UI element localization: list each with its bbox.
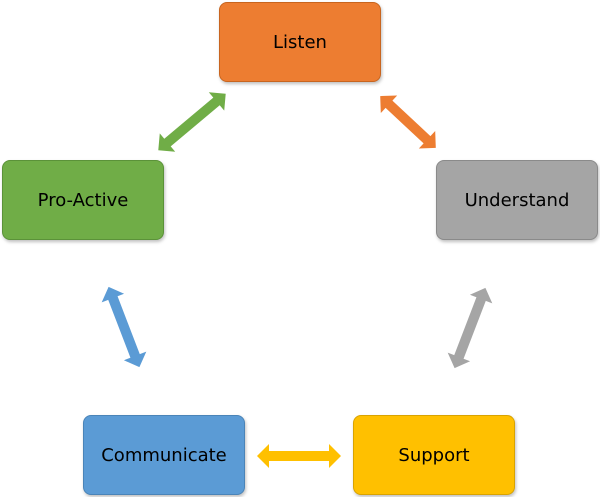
node-understand: Understand [436,160,598,240]
node-communicate-label: Communicate [101,444,227,466]
arrow-support-communicate [257,444,341,468]
arrow-communicate-proactive [101,286,147,368]
node-support-label: Support [398,444,470,466]
node-listen: Listen [219,2,381,82]
node-understand-label: Understand [464,189,570,211]
node-communicate: Communicate [83,415,245,495]
node-proactive: Pro-Active [2,160,164,240]
node-support: Support [353,415,515,495]
node-proactive-label: Pro-Active [37,189,129,211]
arrow-proactive-listen [158,92,226,152]
arrow-understand-support [447,287,493,369]
node-listen-label: Listen [273,31,327,53]
arrow-listen-understand [380,95,436,149]
